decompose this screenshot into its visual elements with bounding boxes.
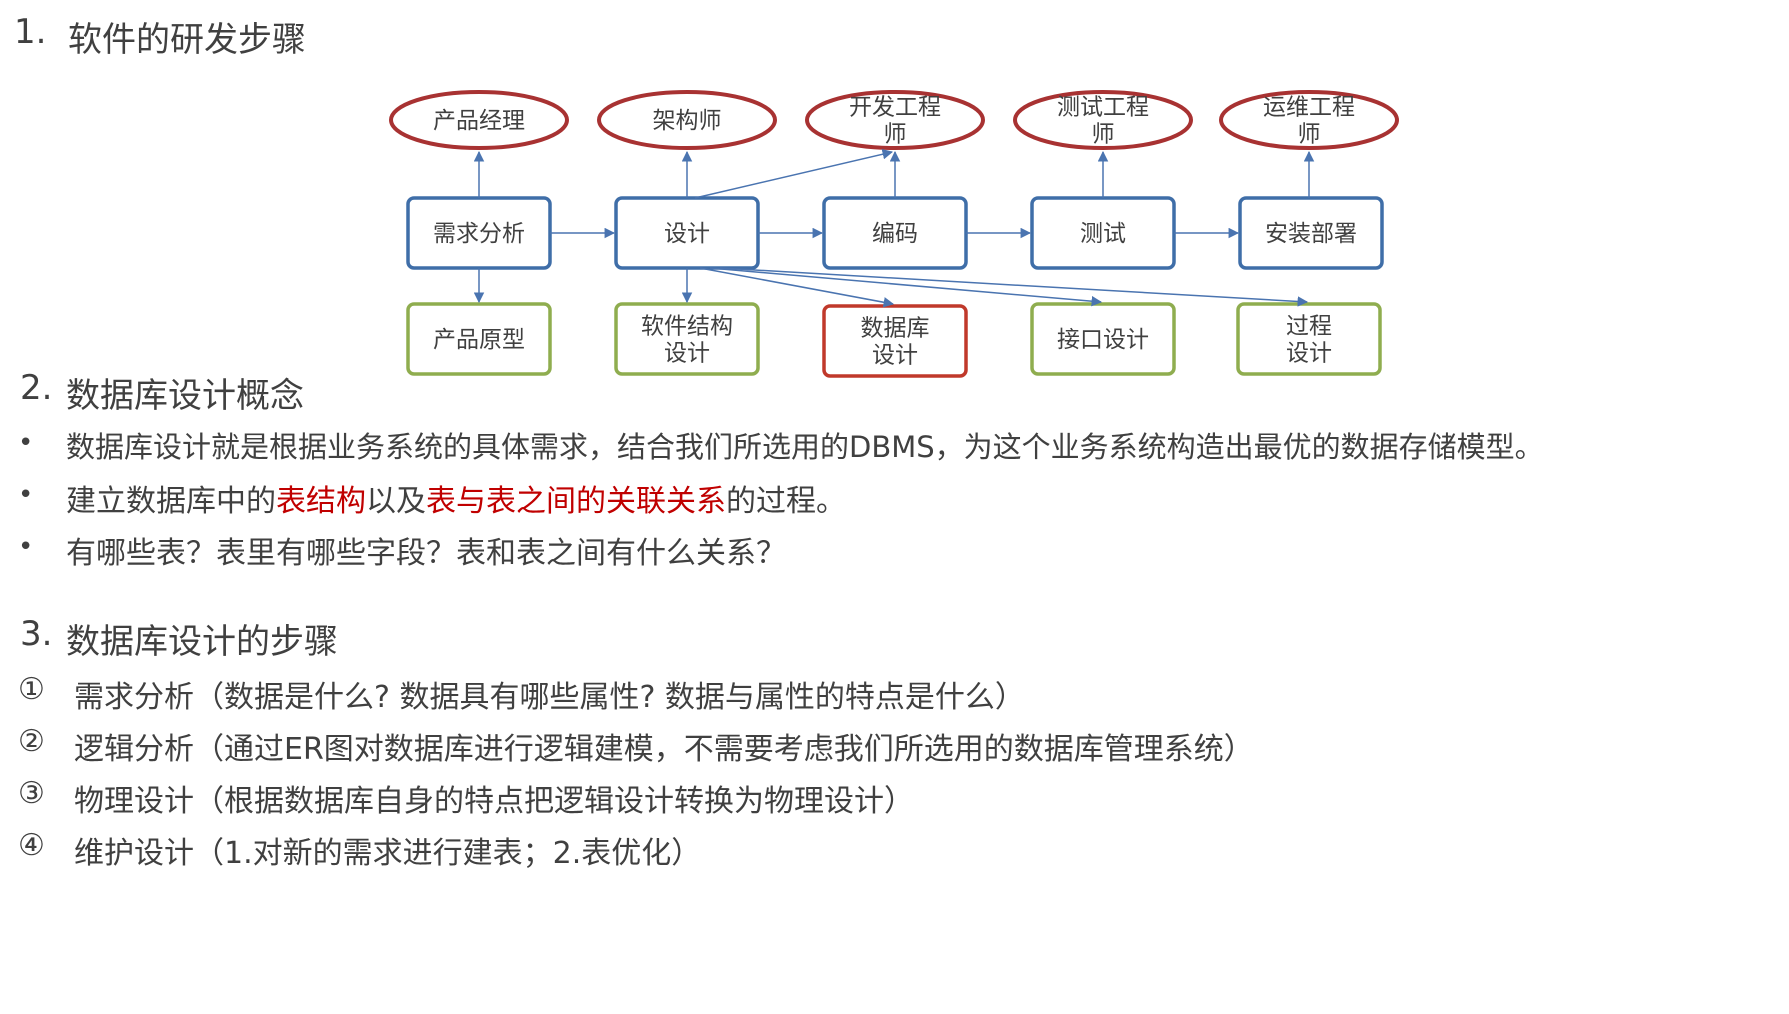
role-label: 测试工程师	[1057, 95, 1149, 148]
role-label: 产品经理	[433, 108, 525, 134]
role-label: 运维工程师	[1263, 95, 1355, 148]
role-ellipse-tester	[1013, 90, 1193, 150]
arrow-design-to-dev	[694, 149, 894, 199]
step-marker-2: ②	[18, 724, 45, 759]
arrow-design-to-interface	[709, 267, 1103, 307]
step-marker-1: ①	[18, 672, 45, 707]
output-label: 产品原型	[433, 327, 525, 353]
bullet-marker-3: •	[18, 532, 34, 562]
step-marker-3: ③	[18, 776, 45, 811]
section1-title: 软件的研发步骤	[68, 20, 306, 60]
section3-number: 3.	[20, 614, 53, 654]
step-label: 设计	[664, 221, 710, 247]
step-box-deployment	[1238, 196, 1384, 270]
step-label: 安装部署	[1265, 221, 1357, 247]
bullet2-part-e: 的过程。	[726, 484, 846, 519]
step-text-3: 物理设计（根据数据库自身的特点把逻辑设计转换为物理设计）	[74, 784, 914, 819]
step-text-4: 维护设计（1.对新的需求进行建表；2.表优化）	[74, 836, 702, 871]
bullet2-part-c: 以及	[366, 484, 426, 519]
arrow-design-to-db	[699, 267, 895, 308]
bullet-text-3: 有哪些表？表里有哪些字段？表和表之间有什么关系？	[66, 536, 786, 571]
role-ellipse-ops	[1219, 90, 1399, 150]
role-ellipse-architect	[597, 90, 777, 150]
output-label: 过程设计	[1286, 314, 1332, 367]
role-label: 架构师	[653, 108, 722, 134]
section2-title: 数据库设计概念	[66, 376, 304, 416]
bullet2-part-a: 建立数据库中的	[66, 484, 276, 519]
bullet-marker-2: •	[18, 480, 34, 510]
step-text-1: 需求分析（数据是什么? 数据具有哪些属性? 数据与属性的特点是什么）	[74, 680, 1025, 715]
role-ellipses	[389, 90, 1399, 150]
role-label: 开发工程师	[849, 95, 941, 148]
section2-number: 2.	[20, 368, 53, 408]
section3-title: 数据库设计的步骤	[66, 622, 338, 662]
output-label: 接口设计	[1057, 327, 1149, 353]
step-boxes	[406, 196, 1384, 270]
step-label: 测试	[1080, 221, 1126, 247]
bullet-text-1: 数据库设计就是根据业务系统的具体需求，结合我们所选用的DBMS，为这个业务系统构…	[66, 430, 1544, 464]
output-box-interface-design	[1030, 302, 1176, 376]
section1-number: 1.	[14, 12, 47, 52]
bullet-text-2: 建立数据库中的表结构以及表与表之间的关联关系的过程。	[66, 476, 846, 520]
step-text-2: 逻辑分析（通过ER图对数据库进行逻辑建模，不需要考虑我们所选用的数据库管理系统）	[74, 732, 1254, 767]
step-marker-4: ④	[18, 828, 45, 863]
step-label: 编码	[872, 221, 918, 247]
output-box-software-structure	[614, 302, 760, 376]
output-box-prototype	[406, 302, 552, 376]
step-label: 需求分析	[433, 221, 525, 247]
role-ellipse-product-manager	[389, 90, 569, 150]
output-box-database-design	[822, 304, 968, 378]
arrow-design-to-process	[719, 267, 1309, 307]
output-box-process-design	[1236, 302, 1382, 376]
bullet2-highlight-relations: 表与表之间的关联关系	[426, 484, 726, 519]
role-ellipse-developer	[805, 90, 985, 150]
output-label: 软件结构设计	[641, 314, 733, 367]
output-label: 数据库设计	[861, 316, 930, 369]
output-boxes	[406, 302, 1382, 378]
arrows	[473, 149, 1315, 308]
bullet-marker-1: •	[18, 428, 34, 458]
bullet2-highlight-table-structure: 表结构	[276, 484, 366, 519]
